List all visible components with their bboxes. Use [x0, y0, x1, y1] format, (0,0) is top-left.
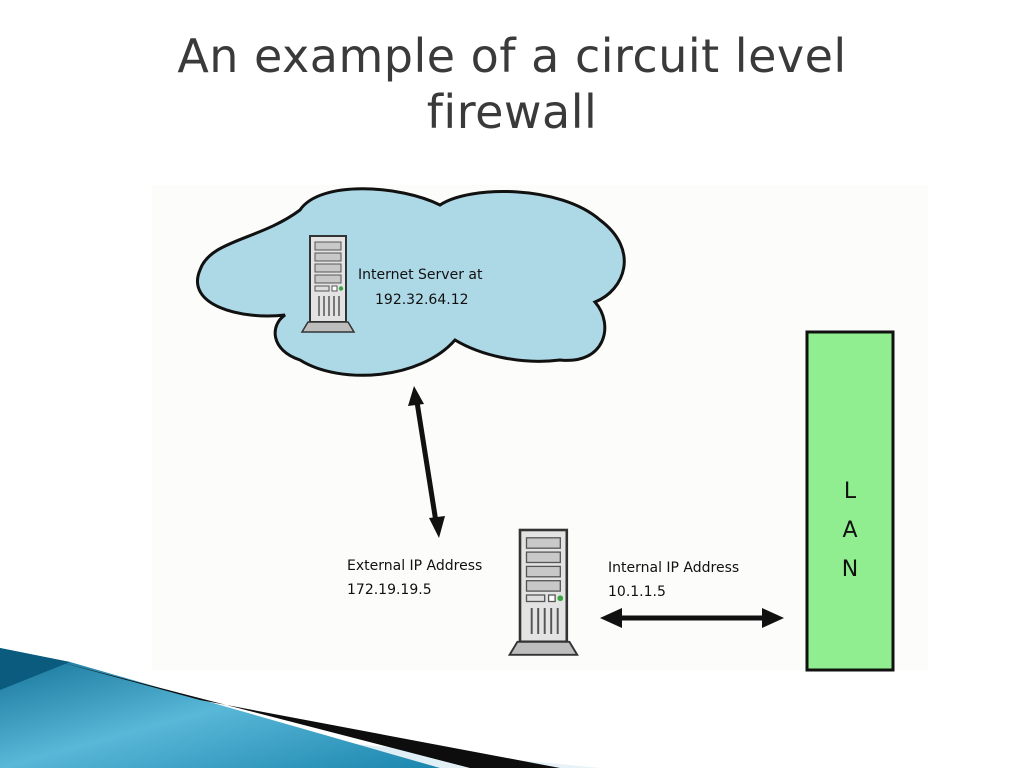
internet-server-icon: [301, 235, 355, 333]
lan-letter-n: N: [842, 557, 858, 582]
title-line-1: An example of a circuit level: [177, 29, 847, 83]
firewall-server-icon: [508, 528, 579, 657]
server-label-line2: 192.32.64.12: [375, 292, 469, 308]
internet-link-arrow: [408, 386, 445, 538]
lan-letter-a: A: [842, 518, 857, 543]
internal-label-line2: 10.1.1.5: [608, 584, 666, 600]
decorative-ribbon: [0, 648, 600, 768]
lan-letter-l: L: [844, 479, 857, 504]
internal-label-line1: Internal IP Address: [608, 560, 739, 576]
page-title: An example of a circuit level firewall: [112, 28, 912, 140]
server-label-line1: Internet Server at: [358, 267, 483, 283]
external-label-line1: External IP Address: [347, 558, 482, 574]
external-label-line2: 172.19.19.5: [347, 582, 432, 598]
title-line-2: firewall: [426, 85, 598, 139]
lan-block: [805, 330, 895, 672]
lan-link-arrow: [600, 608, 784, 628]
